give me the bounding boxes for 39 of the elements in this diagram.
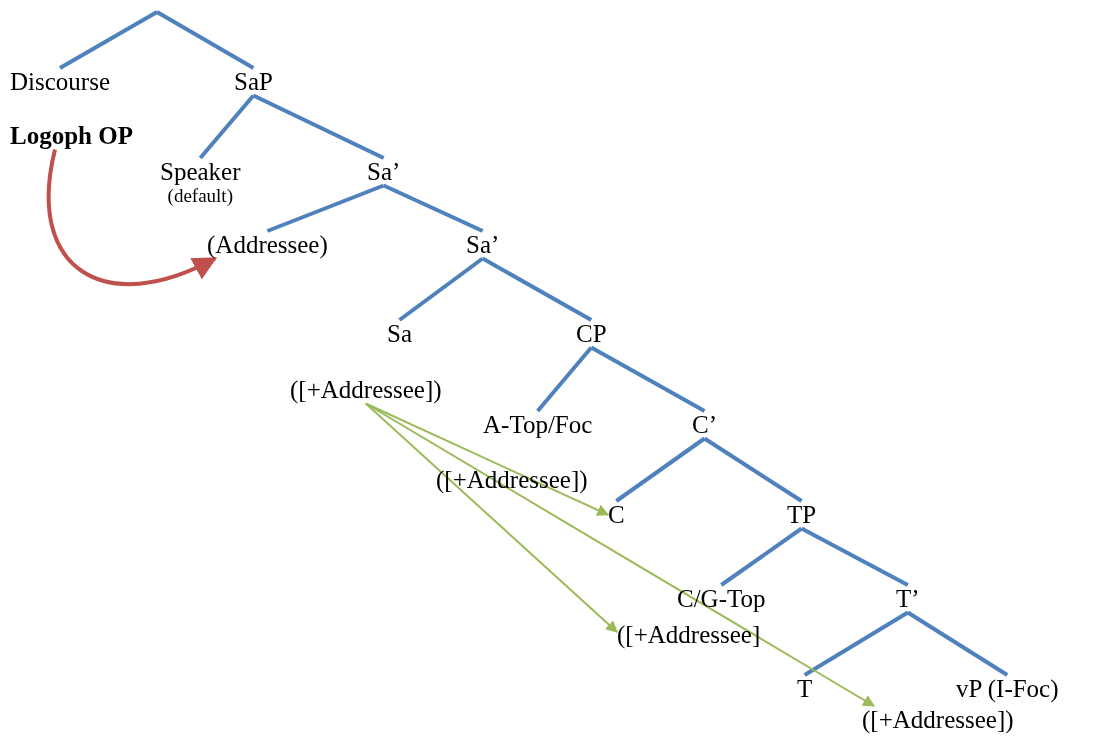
node-label: T <box>797 675 813 703</box>
tree-branch <box>906 610 1009 677</box>
node-label: ([+Addressee] <box>617 621 761 649</box>
node-label: CP <box>576 320 607 348</box>
node-label: A-Top/Foc <box>483 411 593 439</box>
node-label: C’ <box>692 411 717 439</box>
node-label: Sa’ <box>466 231 500 259</box>
arrow <box>364 402 876 707</box>
tree-branch <box>800 526 909 587</box>
tree-branch <box>803 610 909 677</box>
node-label: Speaker <box>160 158 241 186</box>
tree-branch <box>156 10 255 70</box>
node-label: (Addressee) <box>207 231 328 259</box>
tree-branch <box>266 183 385 233</box>
node-label: Sa’ <box>367 158 401 186</box>
tree-branch <box>590 345 706 413</box>
tree-branch <box>615 436 706 503</box>
tree-branch <box>703 436 803 503</box>
tree-branch <box>398 256 484 322</box>
node-label: Sa <box>387 320 412 348</box>
node-label: C <box>608 501 625 529</box>
node-label: SaP <box>234 68 273 96</box>
node-label: TP <box>787 501 817 529</box>
tree-branch <box>59 10 158 70</box>
node-label: ([+Addressee]) <box>862 706 1014 734</box>
arrow <box>364 402 618 633</box>
tree-branch <box>481 256 593 322</box>
node-note: (default) <box>167 185 233 207</box>
node-label: ([+Addressee]) <box>290 376 442 404</box>
tree-branch <box>198 94 255 160</box>
arrow <box>46 149 218 286</box>
node-label: vP (I-Foc) <box>956 675 1059 703</box>
tree-branch <box>382 183 484 233</box>
node-label: Discourse <box>10 68 110 96</box>
tree-branch <box>252 93 385 160</box>
node-label: T’ <box>896 585 920 613</box>
tree-branch <box>720 526 803 587</box>
tree-branch <box>536 346 593 413</box>
node-label: Logoph OP <box>10 122 133 150</box>
